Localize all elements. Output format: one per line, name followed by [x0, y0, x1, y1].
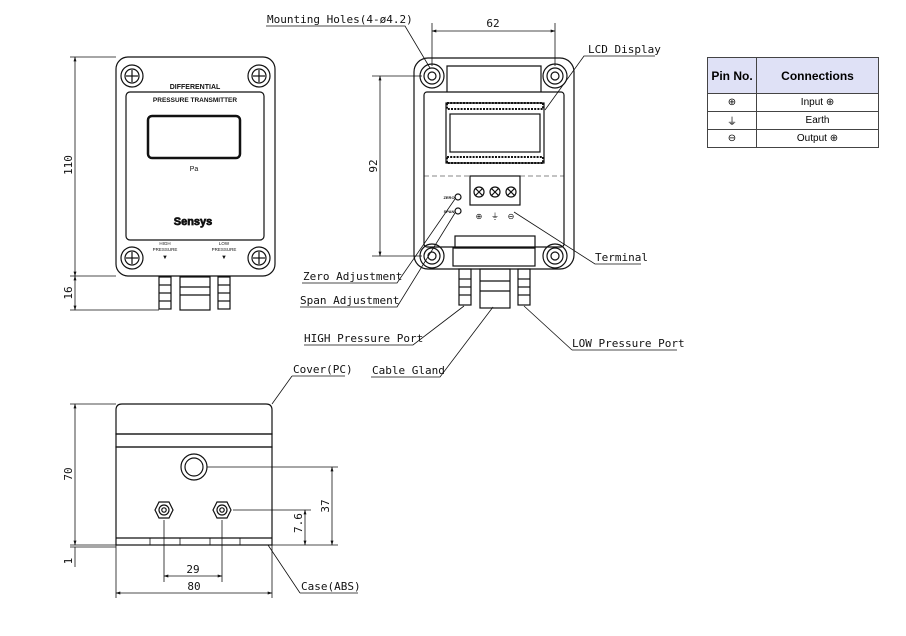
front-low-label-2: PRESSURE [212, 247, 237, 252]
table-row: ⏚ Earth [707, 111, 879, 130]
front-title-line2: PRESSURE TRANSMITTER [153, 97, 237, 104]
callout-zero-adjustment: Zero Adjustment [303, 270, 402, 283]
front-high-label-1: HIGH [159, 241, 170, 246]
front-screw-br [247, 246, 271, 270]
bottom-low-port [212, 501, 232, 519]
back-term-plus: ⊕ [476, 212, 483, 221]
table-header-row: Pin No. Connections [707, 57, 879, 94]
back-hole-tl [419, 63, 445, 89]
front-brand-logo: Sensys [174, 216, 213, 228]
callout-cable-gland: Cable Gland [372, 364, 445, 377]
callout-low-port: LOW Pressure Port [572, 337, 685, 350]
callout-mounting-holes: Mounting Holes(4-ø4.2) [267, 13, 413, 26]
back-inner-panel [423, 91, 565, 248]
back-view [413, 57, 575, 309]
dim-7-6: 7.6 [292, 513, 305, 533]
front-cover-panel [125, 91, 265, 241]
pin-connections-table: Pin No. Connections ⊕ Input ⊕ ⏚ Earth ⊖ … [707, 57, 879, 148]
dim-80: 80 [187, 580, 200, 593]
callout-cover: Cover(PC) [293, 363, 353, 376]
front-screw-tr [247, 64, 271, 88]
callout-span-adjustment: Span Adjustment [300, 294, 399, 307]
bottom-cover-band [115, 433, 273, 448]
back-lcd-module [445, 102, 545, 164]
dim-110-lines [70, 56, 159, 311]
back-hole-tr [542, 63, 568, 89]
connection-earth: Earth [756, 111, 879, 130]
dim-29: 29 [186, 563, 199, 576]
connection-input: Input ⊕ [756, 93, 879, 112]
back-term-minus: ⊖ [508, 212, 515, 221]
front-unit-label: Pa [190, 166, 199, 173]
back-lcd-glass [449, 113, 541, 153]
bottom-high-port [154, 501, 174, 519]
front-low-arrow: ▼ [221, 255, 227, 261]
header-pin-no: Pin No. [707, 57, 757, 94]
bottom-case-outline [115, 446, 273, 546]
dim-110: 110 [62, 155, 75, 175]
dim-92: 92 [367, 159, 380, 172]
back-zero-text: ZERO [443, 195, 454, 200]
dim-70: 70 [62, 467, 75, 480]
front-view [115, 56, 276, 311]
table-row: ⊖ Output ⊕ [707, 129, 879, 148]
front-title-line1: DIFFERENTIAL [170, 84, 221, 91]
back-span-pot [454, 207, 462, 215]
dim-62: 62 [486, 17, 499, 30]
front-screw-tl [120, 64, 144, 88]
back-hole-br [542, 243, 568, 269]
front-low-label-1: LOW [219, 241, 230, 246]
bottom-cable-gland [180, 453, 208, 481]
front-high-arrow: ▼ [162, 255, 168, 261]
back-terminal-block [469, 175, 521, 206]
front-lcd-window [146, 114, 242, 160]
dim-1: 1 [62, 558, 75, 565]
back-term-earth: ⏚ [491, 212, 499, 221]
back-zero-pot [454, 193, 462, 201]
header-connections: Connections [756, 57, 879, 94]
callout-lcd-display: LCD Display [588, 43, 661, 56]
back-cable-gland [479, 268, 511, 309]
dim-37: 37 [319, 499, 332, 512]
bottom-view [115, 403, 273, 546]
front-screw-bl [120, 246, 144, 270]
table-row: ⊕ Input ⊕ [707, 93, 879, 112]
callout-case: Case(ABS) [301, 580, 361, 593]
pin-symbol-output: ⊖ [707, 129, 757, 148]
connection-output: Output ⊕ [756, 129, 879, 148]
front-high-label-2: PRESSURE [153, 247, 178, 252]
bottom-cover-outline [115, 403, 273, 435]
pin-symbol-input: ⊕ [707, 93, 757, 112]
callout-terminal: Terminal [595, 251, 648, 264]
back-span-text: SPAN [444, 209, 455, 214]
front-case-outline [115, 56, 276, 277]
callout-high-port: HIGH Pressure Port [304, 332, 423, 345]
dim-16: 16 [62, 286, 75, 299]
pin-symbol-earth: ⏚ [707, 111, 757, 130]
front-cable-gland [179, 276, 211, 311]
